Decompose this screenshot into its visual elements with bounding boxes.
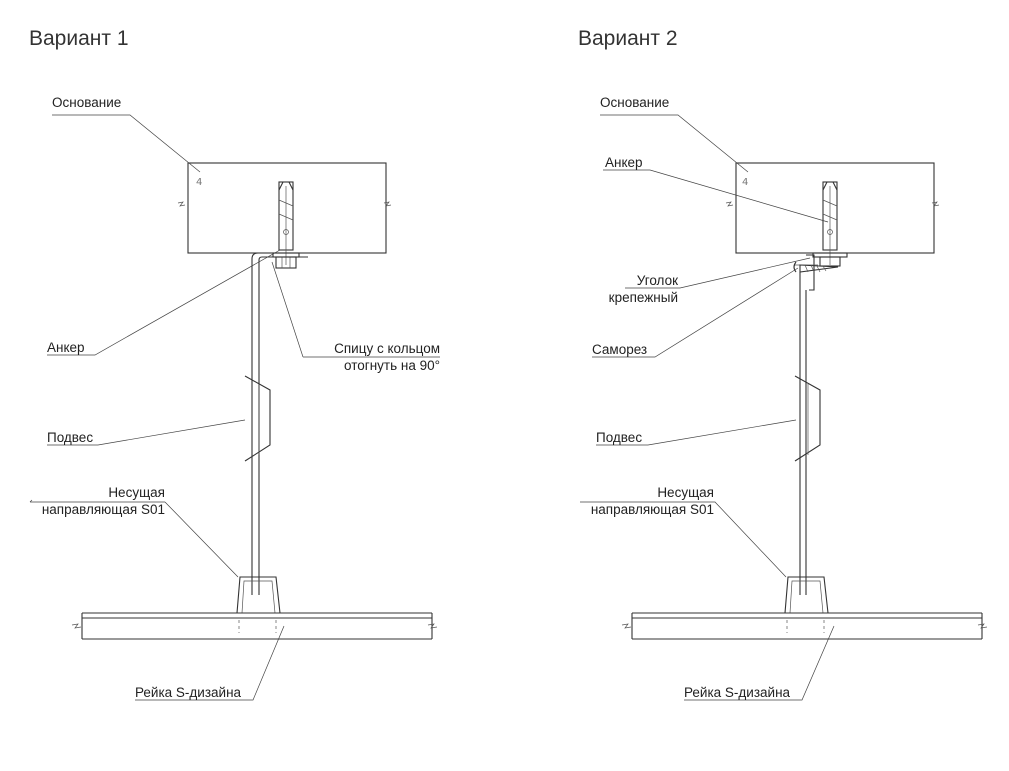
variant1-rod-bent-line2: отогнуть на 90°: [344, 358, 440, 373]
svg-text:4: 4: [196, 177, 202, 188]
variant1-rail: [71, 612, 438, 640]
variant2-guide-line1: Несущая: [657, 485, 714, 500]
variant1-guide-line1: Несущая: [108, 485, 165, 500]
variant1-rod-bent-label: Спицу с кольцом отогнуть на 90°: [305, 340, 440, 374]
variant2-rail-label: Рейка S-дизайна: [684, 685, 791, 700]
variant1-rod-bent-line1: Спицу с кольцом: [334, 341, 440, 356]
variant2-rod: [799, 272, 807, 595]
variant2-title: Вариант 2: [578, 27, 678, 50]
variant2-anchor-label: Анкер: [605, 155, 643, 170]
variant1-anchor: [272, 181, 300, 269]
variant2-base-slab: 4: [725, 162, 940, 254]
variant1-drawing: 4: [29, 114, 440, 701]
variant2-guide-line2: направляющая S01: [590, 502, 714, 517]
variant2-drawing: 4: [580, 114, 988, 701]
variant2-bracket-label: Уголок крепежный: [590, 272, 678, 306]
variant2-bracket: [793, 254, 839, 291]
variant1-rod: [251, 252, 308, 595]
variant1-hanger-label: Подвес: [47, 430, 94, 445]
variant2-hanger-label: Подвес: [596, 430, 643, 445]
variant2-guide: [784, 576, 829, 633]
variant2-hanger: [794, 375, 821, 462]
variant2-bracket-line1: Уголок: [636, 273, 678, 288]
variant2-bracket-line2: крепежный: [608, 290, 678, 305]
variant1-base-label: Основание: [52, 95, 122, 110]
variant2-screw-label: Саморез: [592, 342, 648, 357]
variant2-guide-label: Несущая направляющая S01: [570, 484, 714, 518]
variant2-leaders: [580, 114, 835, 701]
variant1-guide-label: Несущая направляющая S01: [22, 484, 165, 518]
variant1-guide-line2: направляющая S01: [41, 502, 165, 517]
variant1-leaders: [29, 114, 440, 701]
variant1-hanger: [244, 375, 271, 462]
variant1-base-slab: 4: [177, 162, 392, 254]
variant2-anchor: [812, 181, 848, 267]
svg-text:4: 4: [742, 177, 748, 188]
variant2-base-label: Основание: [600, 95, 670, 110]
variant1-guide: [236, 576, 281, 633]
variant1-rail-label: Рейка S-дизайна: [135, 685, 242, 700]
variant1-anchor-label: Анкер: [47, 340, 85, 355]
variant1-title: Вариант 1: [29, 27, 129, 50]
variant2-rail: [621, 612, 988, 640]
